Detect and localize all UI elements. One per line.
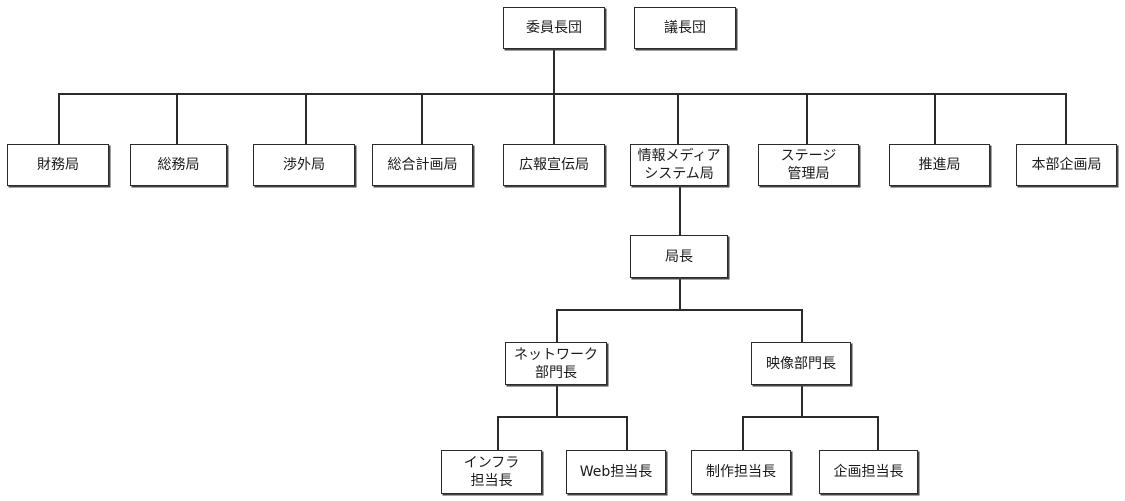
connector-line	[58, 93, 1065, 95]
department-box: ステージ 管理局	[758, 144, 859, 186]
connector-line	[626, 416, 628, 451]
department-box: 渉外局	[253, 144, 355, 186]
department-box: 本部企画局	[1016, 144, 1117, 186]
connector-line	[1065, 93, 1067, 145]
network-division-head-box: ネットワーク 部門長	[505, 342, 607, 385]
department-box: 総合計画局	[372, 144, 473, 186]
connector-line	[176, 93, 178, 145]
connector-line	[679, 186, 681, 235]
connector-line	[305, 93, 307, 145]
connector-line	[801, 309, 803, 343]
connector-line	[556, 385, 558, 417]
web-lead-box: Web担当長	[566, 450, 666, 494]
department-box: 総務局	[130, 144, 227, 186]
connector-line	[556, 309, 802, 311]
connector-line	[553, 48, 555, 94]
connector-line	[421, 93, 423, 145]
planning-lead-box: 企画担当長	[819, 450, 918, 494]
connector-line	[677, 93, 679, 145]
connector-line	[556, 309, 558, 343]
chairs-box: 議長団	[634, 7, 736, 49]
department-box: 財務局	[7, 144, 109, 186]
connector-line	[553, 93, 555, 145]
video-division-head-box: 映像部門長	[751, 342, 851, 385]
connector-line	[58, 93, 60, 145]
department-box: 広報宣伝局	[503, 144, 605, 186]
connector-line	[679, 278, 681, 310]
connector-line	[806, 93, 808, 145]
production-lead-box: 制作担当長	[691, 450, 791, 494]
department-box: 情報メディア システム局	[630, 144, 728, 186]
department-box: 推進局	[889, 144, 990, 186]
committee-box: 委員長団	[503, 7, 605, 49]
connector-line	[801, 385, 803, 417]
connector-line	[497, 416, 627, 418]
connector-line	[934, 93, 936, 145]
connector-line	[742, 416, 878, 418]
bureau-chief-box: 局長	[630, 235, 728, 278]
connector-line	[877, 416, 879, 451]
connector-line	[742, 416, 744, 451]
infra-lead-box: インフラ 担当長	[441, 450, 542, 494]
connector-line	[497, 416, 499, 451]
